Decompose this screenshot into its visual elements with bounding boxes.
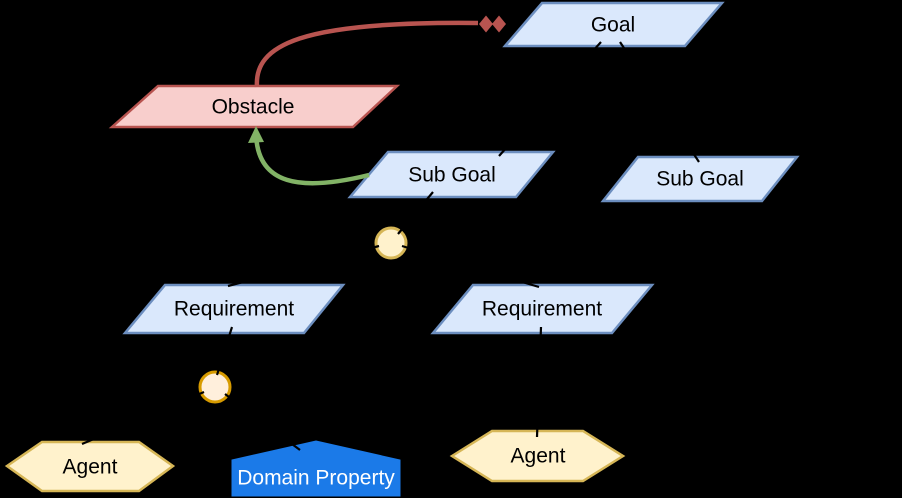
node-sub-goal-1-shape bbox=[347, 150, 556, 199]
node-requirement-1-label: Requirement bbox=[174, 298, 294, 321]
node-domain-property-label: Domain Property bbox=[237, 467, 395, 490]
edge-junction1-req1 bbox=[227, 244, 380, 288]
edge-junction2-agent1 bbox=[81, 390, 205, 446]
resolution-curve bbox=[253, 132, 370, 186]
node-requirement-1-shape bbox=[122, 283, 346, 335]
edge-req2-agent2 bbox=[535, 326, 543, 438]
node-goal-label: Goal bbox=[591, 14, 635, 37]
node-agent-2-shape bbox=[449, 429, 626, 483]
edge-subgoal1-goal bbox=[498, 41, 602, 157]
node-requirement-2-shape bbox=[430, 283, 655, 335]
junction-2-circle bbox=[198, 370, 232, 404]
node-sub-goal-2-label: Sub Goal bbox=[656, 168, 744, 191]
obstruction-diamond-2 bbox=[492, 15, 506, 33]
edge-junction1-req2 bbox=[401, 244, 540, 289]
node-obstacle-label: Obstacle bbox=[212, 96, 295, 119]
node-sub-goal-2-shape bbox=[600, 155, 800, 203]
node-obstacle-shape bbox=[108, 84, 401, 129]
obstruction-curve bbox=[254, 20, 479, 88]
node-agent-1-label: Agent bbox=[63, 456, 118, 479]
node-domain-property-shape bbox=[231, 440, 401, 497]
node-sub-goal-1-label: Sub Goal bbox=[408, 164, 496, 187]
junction-1-circle bbox=[374, 226, 408, 260]
edge-req1-junction2 bbox=[215, 326, 234, 376]
resolution-arrowhead bbox=[248, 126, 264, 143]
obstruction-diamond-1 bbox=[479, 15, 493, 33]
node-agent-1-shape bbox=[4, 440, 176, 493]
edge-subgoal2-goal bbox=[619, 41, 700, 163]
node-agent-2-label: Agent bbox=[511, 445, 566, 468]
edge-subgoal1-junction1 bbox=[397, 191, 434, 235]
node-goal-shape bbox=[502, 1, 725, 48]
node-requirement-2-label: Requirement bbox=[482, 298, 602, 321]
edge-junction2-domain bbox=[224, 393, 301, 451]
